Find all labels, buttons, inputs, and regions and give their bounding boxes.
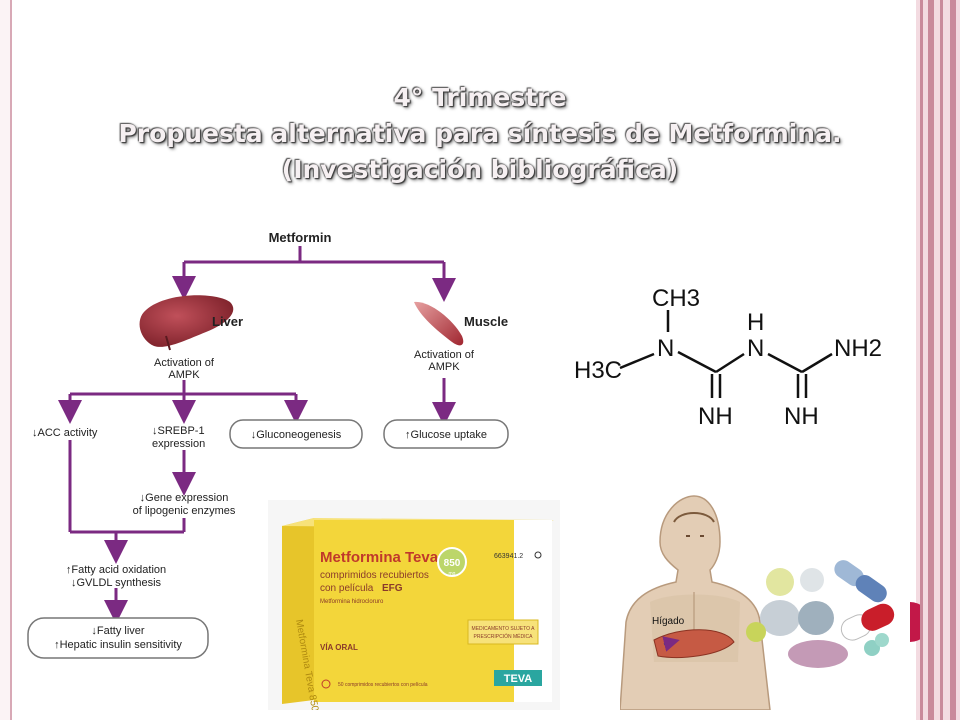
anatomy-and-pills-image: Hígado bbox=[620, 495, 920, 710]
muscle-label: Muscle bbox=[464, 314, 508, 329]
pills-illustration bbox=[746, 560, 920, 668]
acc-activity-label: ↓ACC activity bbox=[32, 427, 98, 439]
brand-name: Metformina Teva bbox=[320, 549, 439, 566]
fatty-acid-line2: ↓GVLDL synthesis bbox=[71, 577, 162, 589]
product-code: 663941.2 bbox=[494, 553, 523, 560]
slide-right-border bbox=[916, 0, 960, 720]
liver-icon bbox=[139, 295, 234, 347]
muscle-icon bbox=[414, 301, 464, 346]
dose-unit: mg bbox=[449, 571, 456, 577]
amine-label: NH2 bbox=[834, 335, 882, 362]
srebp-line2: expression bbox=[152, 438, 205, 450]
outcome-line2: ↑Hepatic insulin sensitivity bbox=[54, 639, 182, 651]
slide-left-border bbox=[0, 0, 12, 720]
title-line-3: (Investigación bibliográfica) bbox=[281, 155, 679, 184]
imine-right-label: NH bbox=[784, 403, 819, 430]
hydrogen-label: H bbox=[747, 309, 764, 336]
methyl-top-label: CH3 bbox=[652, 285, 700, 312]
muscle-activation-line2: AMPK bbox=[428, 361, 460, 373]
maker-logo: TEVA bbox=[504, 673, 533, 685]
metformin-structure-diagram: CH3 H3C N H N NH2 NH NH bbox=[574, 285, 882, 430]
nitrogen-1-label: N bbox=[657, 335, 674, 362]
efg-label: EFG bbox=[382, 583, 403, 594]
liver-activation-line2: AMPK bbox=[168, 369, 200, 381]
gluconeogenesis-box bbox=[229, 419, 363, 449]
gluconeogenesis-label: ↓Gluconeogenesis bbox=[251, 429, 342, 441]
methyl-left-label: H3C bbox=[574, 357, 622, 384]
prescription-line1: MEDICAMENTO SUJETO A bbox=[472, 626, 536, 632]
route-label: VÍA ORAL bbox=[320, 643, 358, 652]
fatty-acid-line1: ↑Fatty acid oxidation bbox=[66, 564, 166, 576]
tablet-count: 50 comprimidos recubiertos con película bbox=[338, 682, 428, 688]
outcome-line1: ↓Fatty liver bbox=[91, 625, 145, 637]
title-line-2: Propuesta alternativa para síntesis de M… bbox=[118, 119, 842, 148]
ingredient-label: Metformina hidrocloruro bbox=[320, 599, 384, 605]
nitrogen-2-label: N bbox=[747, 335, 764, 362]
slide-title: 4° Trimestre Propuesta alternativa para … bbox=[100, 80, 860, 188]
gene-expression-line2: of lipogenic enzymes bbox=[133, 505, 236, 517]
liver-activation-line1: Activation of bbox=[154, 357, 215, 369]
glucose-uptake-box bbox=[383, 419, 509, 449]
glucose-uptake-label: ↑Glucose uptake bbox=[405, 429, 487, 441]
box-line1: comprimidos recubiertos bbox=[320, 570, 429, 581]
dose-value: 850 bbox=[444, 558, 461, 569]
organ-label: Hígado bbox=[652, 616, 685, 627]
medicine-box-image: Metformina Teva 850 mg Metformina Teva 8… bbox=[268, 500, 560, 710]
title-line-1: 4° Trimestre bbox=[393, 83, 567, 112]
box-line2: con película bbox=[320, 583, 374, 594]
imine-left-label: NH bbox=[698, 403, 733, 430]
muscle-activation-line1: Activation of bbox=[414, 349, 475, 361]
srebp-line1: ↓SREBP-1 bbox=[152, 425, 205, 437]
human-body-illustration bbox=[620, 495, 771, 710]
liver-label: Liver bbox=[212, 314, 243, 329]
metformin-label: Metformin bbox=[269, 230, 332, 245]
outcome-box bbox=[27, 617, 209, 659]
prescription-line2: PRESCRIPCIÓN MÉDICA bbox=[474, 633, 534, 640]
gene-expression-line1: ↓Gene expression bbox=[140, 492, 229, 504]
